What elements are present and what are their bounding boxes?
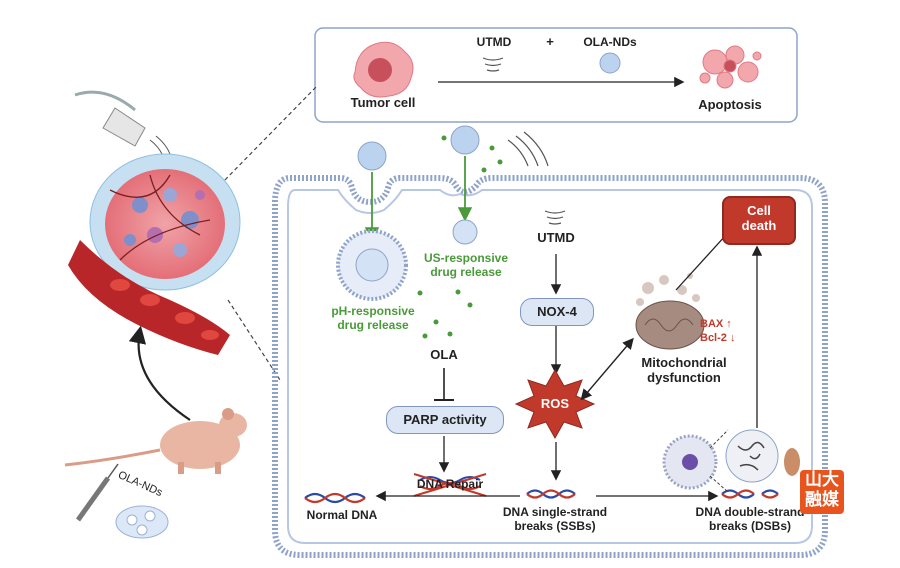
watermark-logo: 山大 融媒 <box>800 470 844 514</box>
cell-membrane <box>272 175 828 558</box>
mito-dysfunction-label: Mitochondrial dysfunction <box>641 355 727 385</box>
ola-label: OLA <box>430 347 458 362</box>
mouse-illustration <box>64 408 247 474</box>
normal-dna-helix <box>304 492 366 504</box>
ssb-dna-helix <box>526 489 576 499</box>
nanodroplet-icon <box>599 52 621 74</box>
parp-activity-node: PARP activity <box>386 406 504 434</box>
injection-to-tumor-arrow <box>128 325 191 421</box>
released-drug-dots <box>417 135 503 339</box>
blood-vessel-illustration <box>68 240 230 355</box>
dsb-label: DNA double-strand breaks (DSBs) <box>695 505 805 533</box>
utmd-top-label: UTMD <box>476 35 512 49</box>
watermark-char-3: 融 <box>805 490 822 510</box>
bax-label: BAX ↑ <box>700 318 732 330</box>
ola-nds-top-label: OLA-NDs <box>583 35 637 49</box>
dsb-dna-helix <box>721 489 779 499</box>
tumor-cell-label: Tumor cell <box>350 95 416 110</box>
dna-repair-label: DNA Repair <box>416 477 484 491</box>
ros-mito-arrow <box>580 337 634 401</box>
burst-droplet-icon <box>452 219 478 245</box>
utmd-wave-icon <box>544 210 566 225</box>
chromatin-zoom-icon <box>725 429 779 483</box>
ph-release-label: pH-responsive drug release <box>331 304 415 332</box>
nucleus-zoom-lines <box>709 429 729 493</box>
ultrasound-probe-icon <box>74 90 171 155</box>
us-waves-icon <box>507 131 549 167</box>
us-release-label: US-responsive drug release <box>423 251 509 279</box>
nox4-node: NOX-4 <box>520 298 594 326</box>
ola-nds-vial-icon <box>115 505 169 539</box>
ultrasound-wave-icon <box>482 57 504 72</box>
ros-burst-shape <box>514 368 596 440</box>
organelle-icon <box>784 448 800 476</box>
watermark-char-1: 山 <box>805 470 822 490</box>
apoptotic-cell-icon <box>699 45 762 89</box>
zoom-line-top <box>219 84 319 186</box>
ros-label: ROS <box>540 396 570 411</box>
endosome-icon <box>336 229 408 301</box>
apoptosis-label: Apoptosis <box>698 97 762 112</box>
tumor-tissue-illustration <box>89 153 241 291</box>
normal-dna-label: Normal DNA <box>306 508 378 522</box>
ssb-label: DNA single-strand breaks (SSBs) <box>502 505 608 533</box>
zoom-line-bottom <box>227 299 281 381</box>
watermark-char-4: 媒 <box>822 490 839 510</box>
nanodroplet-us-icon <box>450 125 480 155</box>
mitochondria-illustration <box>635 273 705 350</box>
top-panel-frame <box>314 27 798 123</box>
plus-sign: + <box>546 34 554 49</box>
tumor-cell-icon <box>353 41 414 98</box>
nanodroplet-entering-icon <box>357 141 387 171</box>
dna-repair-blocked-icon <box>413 473 487 497</box>
bcl2-label: Bcl-2 ↓ <box>700 332 736 344</box>
nucleus-icon <box>662 434 718 490</box>
watermark-char-2: 大 <box>822 470 839 490</box>
cell-death-node: Cell death <box>722 196 796 245</box>
syringe-icon <box>75 463 119 522</box>
utmd-label: UTMD <box>537 230 575 245</box>
